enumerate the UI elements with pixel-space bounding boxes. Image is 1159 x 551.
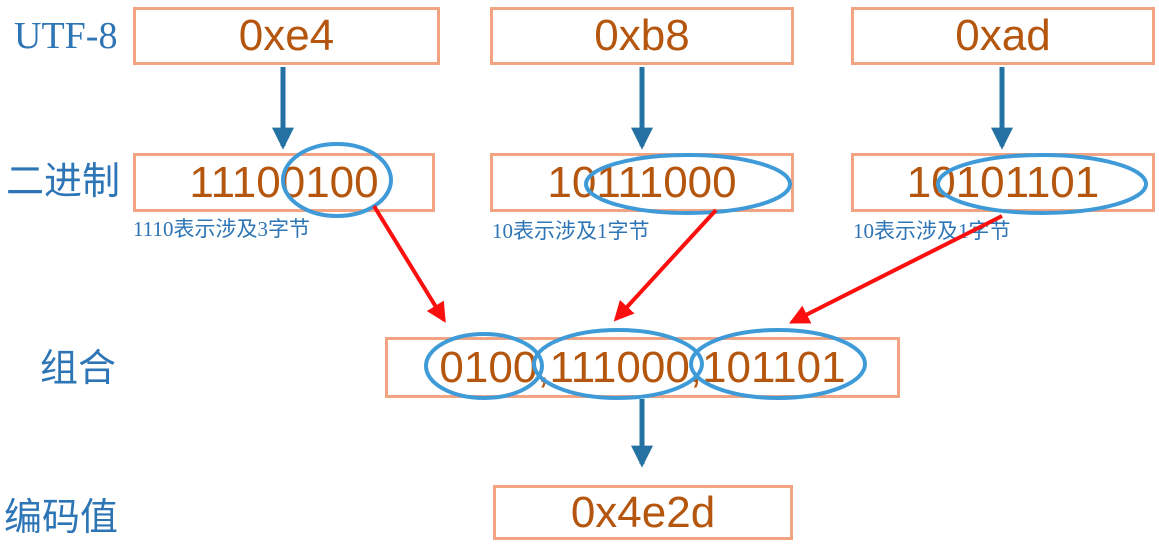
binary-note-1: 1110表示涉及3字节 (133, 217, 310, 241)
encoded-value: 0x4e2d (570, 487, 716, 537)
row-label-utf8: UTF-8 (14, 15, 118, 57)
utf8-byte-box-2: 0xb8 (490, 7, 794, 65)
utf8-byte-box-3: 0xad (851, 7, 1155, 65)
binary-note-3: 10表示涉及1字节 (853, 219, 1011, 243)
binary-value-1: 11100100 (189, 157, 379, 207)
binary-box-1: 11100100 (133, 153, 435, 212)
row-label-combine: 组合 (40, 348, 117, 390)
combined-bits-value: 0100,111000,101101 (439, 342, 846, 392)
binary-value-2: 10111000 (547, 157, 737, 207)
combined-bits-box: 0100,111000,101101 (385, 337, 900, 398)
binary-note-2: 10表示涉及1字节 (492, 219, 650, 243)
binary-box-3: 10101101 (851, 153, 1155, 212)
row-label-binary: 二进制 (6, 161, 121, 203)
utf8-byte-value-1: 0xe4 (238, 11, 335, 60)
utf8-byte-box-1: 0xe4 (133, 7, 440, 65)
arrow-binary1-to-combined (372, 204, 446, 323)
binary-value-3: 10101101 (906, 157, 1100, 207)
utf8-byte-value-3: 0xad (955, 11, 1051, 60)
encoded-value-box: 0x4e2d (493, 485, 793, 540)
utf8-byte-value-2: 0xb8 (594, 11, 690, 60)
binary-box-2: 10111000 (490, 153, 794, 212)
row-label-encoded: 编码值 (4, 497, 119, 539)
